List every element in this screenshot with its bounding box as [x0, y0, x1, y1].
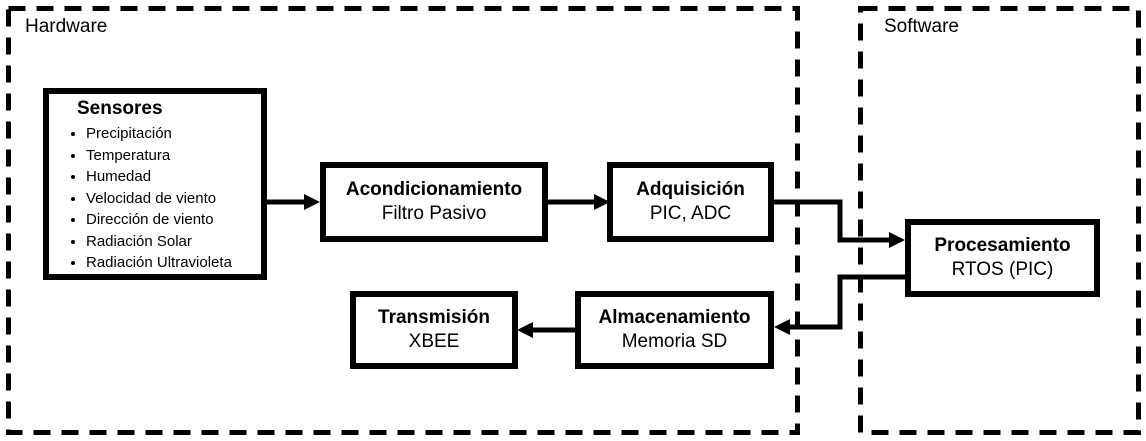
almacenamiento-box-title: Almacenamiento — [598, 307, 751, 328]
adquisicion-box-title: Adquisición — [636, 179, 745, 200]
procesamiento-box-subtitle: RTOS (PIC) — [951, 259, 1054, 280]
procesamiento-box: Procesamiento RTOS (PIC) — [905, 219, 1100, 297]
sensor-list-item: Radiación Solar — [86, 231, 261, 253]
adquisicion-box: Adquisición PIC, ADC — [607, 162, 774, 242]
acondicionamiento-box-subtitle: Filtro Pasivo — [381, 203, 487, 224]
sensores-box-title: Sensores — [77, 98, 163, 119]
hardware-region-border — [6, 6, 800, 435]
acondicionamiento-box: Acondicionamiento Filtro Pasivo — [320, 162, 548, 242]
transmision-box: Transmisión XBEE — [350, 291, 518, 369]
sensor-list: Precipitación Temperatura Humedad Veloci… — [49, 123, 261, 274]
acondicionamiento-box-title: Acondicionamiento — [345, 179, 523, 200]
arrow-procesamiento-to-almacenamiento — [788, 274, 905, 330]
arrowhead-icon — [517, 322, 533, 338]
sensor-list-item: Humedad — [86, 166, 261, 188]
hardware-region-label: Hardware — [25, 16, 108, 37]
sensor-list-item: Velocidad de viento — [86, 188, 261, 210]
transmision-box-subtitle: XBEE — [408, 331, 460, 352]
sensor-list-item: Dirección de viento — [86, 209, 261, 231]
almacenamiento-box: Almacenamiento Memoria SD — [575, 291, 774, 369]
software-region-border — [858, 6, 1141, 435]
arrow-adquisicion-to-procesamiento — [774, 199, 892, 243]
sensor-list-item: Radiación Ultravioleta — [86, 252, 261, 274]
transmision-box-title: Transmisión — [378, 307, 490, 328]
arrowhead-icon — [304, 194, 320, 210]
sensores-box: Sensores Precipitación Temperatura Humed… — [43, 88, 267, 280]
sensor-list-item: Precipitación — [86, 123, 261, 145]
sensor-list-item: Temperatura — [86, 145, 261, 167]
arrowhead-icon — [774, 319, 790, 335]
software-region-label: Software — [884, 16, 959, 37]
almacenamiento-box-subtitle: Memoria SD — [621, 331, 728, 352]
arrowhead-icon — [889, 232, 905, 248]
adquisicion-box-subtitle: PIC, ADC — [649, 203, 732, 224]
arrowhead-icon — [594, 194, 610, 210]
procesamiento-box-title: Procesamiento — [934, 235, 1071, 256]
